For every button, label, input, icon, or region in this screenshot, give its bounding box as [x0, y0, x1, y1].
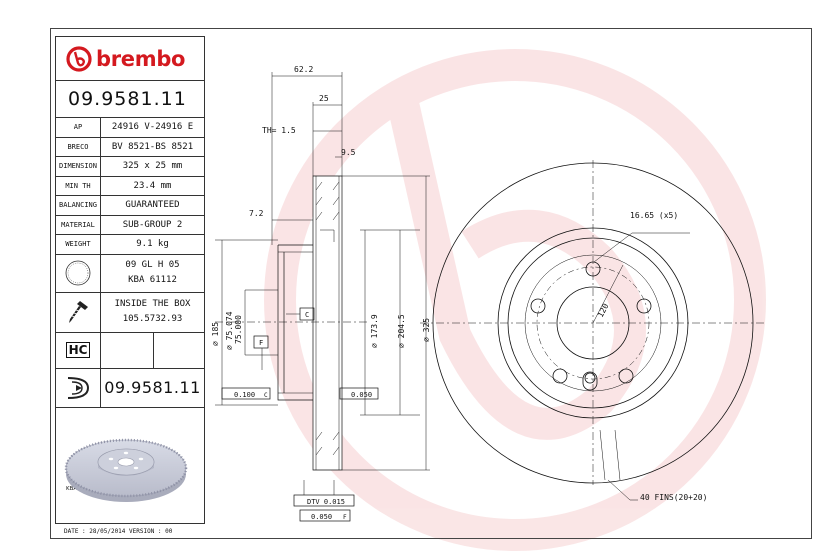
spec-value: 9.1 kg [136, 239, 169, 250]
spec-value: 23.4 mm [133, 180, 172, 191]
dim-d173-9: ∅ 173.9 [370, 314, 379, 348]
footer-date-version: DATE : 28/05/2014 VERSION : 00 [64, 528, 173, 535]
dtv-tolerance: DTV 0.015 [307, 498, 345, 506]
spec-label: AP [56, 118, 101, 137]
flatness-tolerance: 0.050 [311, 513, 332, 521]
screw-icon [56, 292, 101, 332]
spec-label: MATERIAL [56, 215, 101, 234]
dim-25: 25 [319, 94, 329, 103]
tol-left: 0.100 [234, 391, 255, 399]
spec-row-dimension: DIMENSION 325 x 25 mm [56, 157, 204, 177]
dim-62-2: 62.2 [294, 65, 313, 74]
spec-value: GUARANTEED [125, 200, 180, 211]
part-number-bottom: 09.9581.11 [104, 378, 201, 397]
spec-value: 325 x 25 mm [122, 161, 183, 172]
spec-value: BV 8521-BS 8521 [111, 141, 194, 152]
brand-name: brembo [96, 46, 186, 71]
spec-row-breco: BRECO BV 8521-BS 8521 [56, 137, 204, 157]
spec-row-material: MATERIAL SUB-GROUP 2 [56, 215, 204, 235]
dim-d204-5: ∅ 204.5 [397, 314, 406, 348]
brembo-logo-icon [66, 45, 92, 72]
hc-row: HC [56, 332, 204, 369]
part-number: 09.9581.11 [56, 81, 204, 118]
hc-icon: HC [56, 332, 101, 368]
spec-label: BALANCING [56, 196, 101, 215]
fins-spec: 40 FINS(20+20) [640, 493, 707, 502]
disc-render [56, 408, 204, 524]
holes-spec: 16.65 (x5) [630, 211, 678, 220]
tol-right: 0.050 [351, 391, 372, 399]
dim-d325: ∅ 325 [422, 318, 431, 342]
dim-d185: ∅ 185 [211, 322, 220, 346]
spec-value: SUB-GROUP 2 [122, 219, 183, 230]
kba-line-1: 09 GL H 05 [125, 260, 180, 270]
dim-d75-074: ∅ 75.074 [225, 311, 234, 350]
spec-label: MIN TH [56, 176, 101, 195]
datum-c: C [305, 311, 309, 319]
spec-label: DIMENSION [56, 157, 101, 176]
drawing-frame [50, 28, 812, 539]
brand-logo: brembo [56, 37, 204, 81]
dim-9-5: 9.5 [341, 148, 356, 157]
dim-7-2: 7.2 [249, 209, 264, 218]
tol-left-ref: C [264, 392, 268, 399]
disc-profile-icon [56, 368, 101, 407]
datum-f: F [259, 339, 263, 347]
spec-label: WEIGHT [56, 235, 101, 254]
hc-label: HC [65, 342, 91, 358]
box-row: INSIDE THE BOX 105.5732.93 [56, 292, 204, 333]
spec-row-ap: AP 24916 V-24916 E [56, 118, 204, 138]
spec-row-balancing: BALANCING GUARANTEED [56, 196, 204, 216]
info-panel: brembo 09.9581.11 AP 24916 V-24916 E BRE… [55, 36, 205, 524]
disc-render-image [64, 438, 188, 502]
pcd-120: 120 [596, 302, 611, 319]
part-number-bottom-row: 09.9581.11 [56, 368, 204, 408]
dim-d75-000: 75.000 [234, 315, 243, 344]
kba-line-2: KBA 61112 [128, 275, 177, 285]
spec-row-min-th: MIN TH 23.4 mm [56, 176, 204, 196]
box-line-1: INSIDE THE BOX [114, 299, 191, 309]
flatness-ref: F [343, 514, 347, 521]
spec-label: BRECO [56, 137, 101, 156]
spec-value: 24916 V-24916 E [111, 122, 194, 133]
dim-th: TH= 1.5 [262, 126, 296, 135]
box-line-2: 105.5732.93 [122, 314, 183, 324]
spec-row-weight: WEIGHT 9.1 kg [56, 235, 204, 255]
